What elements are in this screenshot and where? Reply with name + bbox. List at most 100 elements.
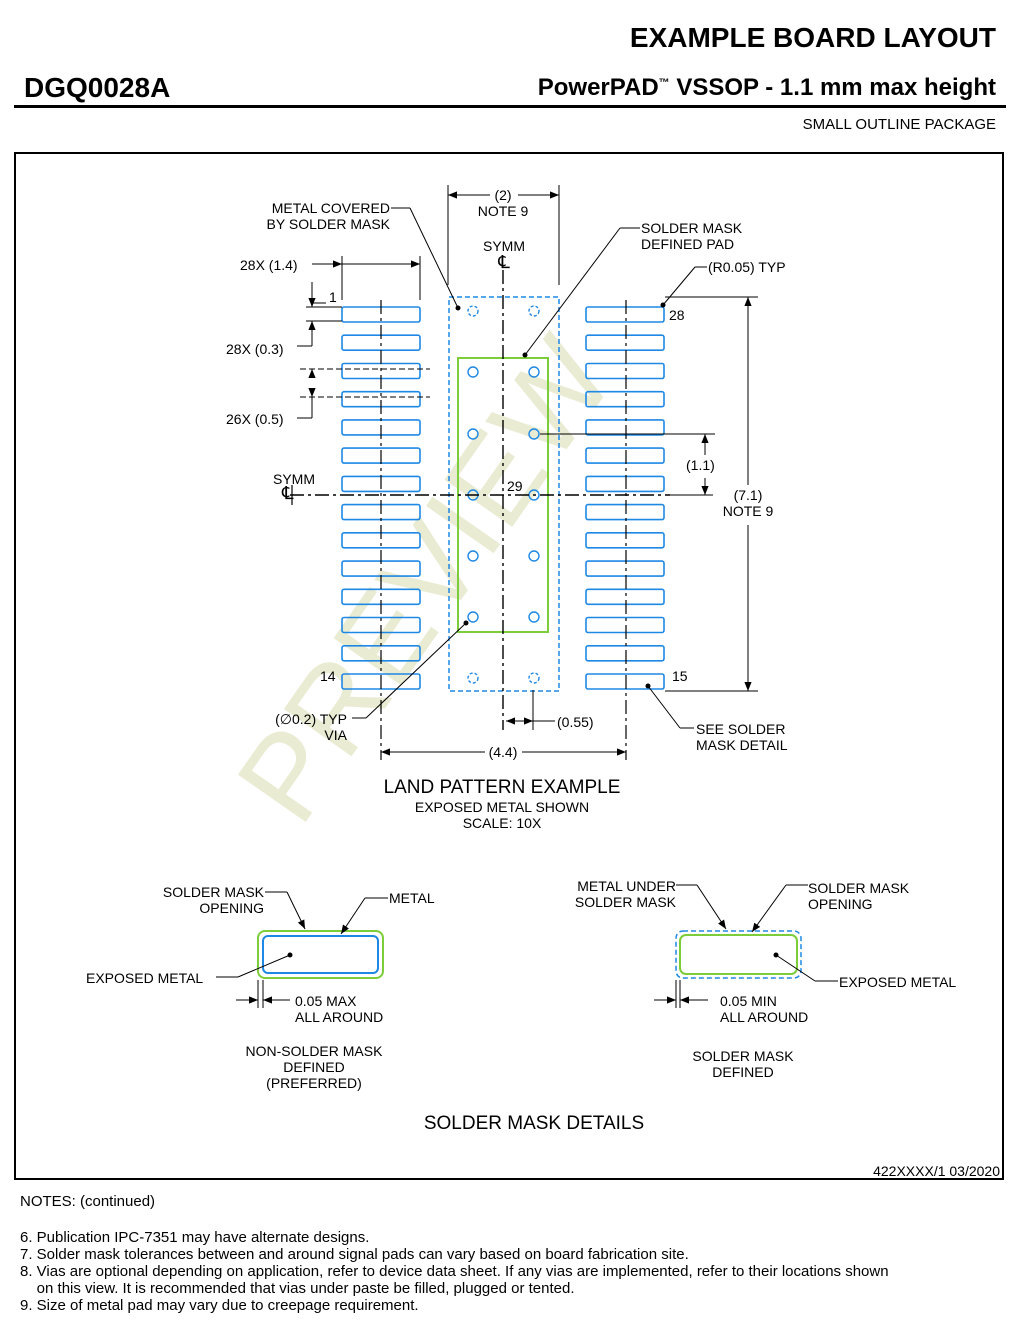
dim-height: (7.1) NOTE 9: [713, 487, 783, 519]
via: [528, 428, 540, 440]
label-see-detail: SEE SOLDER MASK DETAIL: [696, 721, 788, 753]
signal-pad: [585, 390, 665, 408]
label-line: (PREFERRED): [266, 1075, 362, 1091]
nsmd-opening: [257, 930, 384, 979]
signal-pad: [585, 560, 665, 577]
drawing-frame: [14, 152, 1004, 1180]
pin-label-15: 15: [672, 668, 688, 684]
label-line: SOLDER MASK: [162, 884, 264, 900]
note-item: 7. Solder mask tolerances between and ar…: [20, 1246, 689, 1263]
caption-sub: EXPOSED METAL SHOWN: [414, 799, 590, 815]
smd-label-metal-under: METAL UNDER SOLDER MASK: [562, 878, 676, 910]
centerline-symbol-left: ℄: [282, 483, 294, 503]
leader-dot: [455, 305, 461, 311]
via: [528, 611, 540, 623]
dim-via-offset: (0.55): [557, 714, 594, 730]
label-smd-pad: SOLDER MASK DEFINED PAD: [641, 220, 742, 252]
signal-pad: [585, 475, 665, 493]
vias: [467, 305, 540, 684]
via: [467, 550, 479, 562]
leader: [662, 266, 696, 306]
symm-text: SYMM: [273, 471, 315, 487]
package-name: PowerPAD™ VSSOP - 1.1 mm max height: [538, 74, 996, 102]
package-id: DGQ0028A: [24, 72, 171, 103]
leader-dot: [660, 302, 666, 308]
via: [467, 428, 479, 440]
signal-pad: [585, 673, 665, 690]
note-item: on this view. It is recommended that via…: [20, 1280, 575, 1297]
dim-note: NOTE 9: [477, 203, 529, 219]
package-type: SMALL OUTLINE PACKAGE: [802, 116, 996, 133]
dim-pad-width: (2) NOTE 9: [470, 187, 536, 219]
watermark: PREVIEW: [212, 315, 639, 845]
dim-total-width: (4.4): [488, 744, 518, 760]
symm-text: SYMM: [483, 238, 525, 254]
via: [467, 672, 479, 684]
notes-heading: NOTES: (continued): [20, 1193, 156, 1210]
dim-via-pitch: (1.1): [686, 457, 715, 473]
details-title: SOLDER MASK DETAILS: [423, 1113, 645, 1134]
via: [467, 366, 479, 378]
label-line: NON-SOLDER MASK: [245, 1043, 383, 1059]
leader-dot: [522, 352, 528, 358]
signal-pad: [585, 588, 665, 606]
label-line: SOLDER MASK: [692, 1048, 794, 1064]
leader-dot: [645, 683, 651, 689]
symm-label-top: SYMM ℄: [476, 238, 532, 272]
leader: [775, 954, 816, 982]
signal-pad: [585, 334, 665, 352]
via: [528, 550, 540, 562]
signal-pad: [585, 447, 665, 464]
via: [528, 366, 540, 378]
note-item: 8. Vias are optional depending on applic…: [20, 1263, 889, 1280]
label-line: SOLDER MASK: [641, 220, 743, 236]
signal-pad: [585, 503, 665, 521]
label-line: MASK DETAIL: [696, 737, 788, 753]
package-name-prefix: PowerPAD: [537, 74, 659, 101]
dim-pad-length: 28X (1.4): [240, 257, 298, 273]
caption-title: LAND PATTERN EXAMPLE: [383, 777, 621, 798]
exposed-pad-outline: [448, 296, 560, 692]
smd-label-clearance: 0.05 MIN ALL AROUND: [720, 993, 808, 1025]
dim-value: (7.1): [733, 487, 763, 503]
label-via: (∅0.2) TYP VIA: [265, 711, 347, 743]
nsmd-label-clearance: 0.05 MAX ALL AROUND: [295, 993, 383, 1025]
via: [467, 611, 479, 623]
label-metal-covered: METAL COVERED BY SOLDER MASK: [252, 200, 390, 232]
land-pattern-caption: LAND PATTERN EXAMPLE EXPOSED METAL SHOWN…: [352, 777, 652, 831]
leader-dot: [773, 952, 779, 958]
smd-opening: [679, 934, 798, 975]
smd-label-opening: SOLDER MASK OPENING: [808, 880, 909, 912]
leader: [647, 685, 681, 729]
via: [528, 672, 540, 684]
centerline-symbol: ℄: [498, 252, 510, 272]
leader: [409, 207, 459, 309]
label-line: METAL UNDER: [577, 878, 676, 894]
dim-pad-thickness: 28X (0.3): [226, 341, 284, 357]
label-line: ALL AROUND: [720, 1009, 809, 1025]
label-line: DEFINED PAD: [641, 236, 735, 252]
label-line: BY SOLDER MASK: [266, 216, 390, 232]
notes-list: 6. Publication IPC-7351 may have alterna…: [20, 1229, 889, 1314]
smd-caption: SOLDER MASK DEFINED: [663, 1048, 823, 1080]
dim-value: (2): [494, 187, 512, 203]
leader: [696, 884, 727, 930]
label-radius: (R0.05) TYP: [708, 259, 786, 275]
signal-pad: [585, 616, 665, 634]
label-line: OPENING: [199, 900, 264, 916]
symm-label-left: SYMM: [268, 471, 320, 487]
label-line: OPENING: [808, 896, 873, 912]
leader-dot: [463, 620, 469, 626]
leader: [751, 884, 787, 933]
label-line: SOLDER MASK: [808, 880, 910, 896]
smd-label-exposed: EXPOSED METAL: [839, 974, 957, 990]
label-line: SOLDER MASK: [574, 894, 676, 910]
leader: [365, 622, 467, 719]
doc-code: 422XXXX/1 03/2020: [873, 1163, 1000, 1179]
signal-pad: [585, 531, 665, 549]
nsmd-metal: [262, 935, 379, 974]
page-title: EXAMPLE BOARD LAYOUT: [629, 22, 996, 53]
note-item: 6. Publication IPC-7351 may have alterna…: [20, 1229, 370, 1246]
header-rule: [14, 105, 1006, 108]
